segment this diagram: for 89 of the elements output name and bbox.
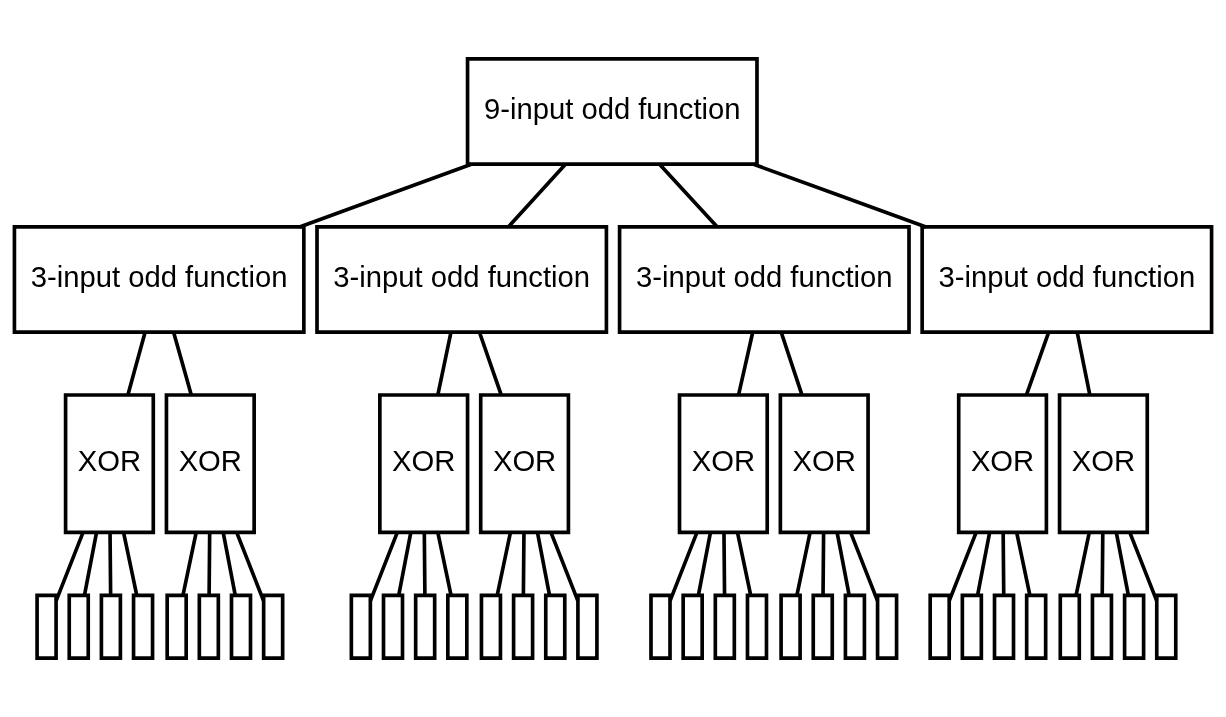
node-box: XOR [677, 393, 770, 535]
node-box [992, 593, 1016, 660]
connector [221, 532, 237, 596]
node-box [131, 593, 155, 660]
node-box [1154, 593, 1178, 660]
connector [975, 532, 992, 596]
connector [1001, 532, 1006, 595]
connector [658, 163, 719, 228]
node-box [479, 593, 503, 660]
connector [477, 331, 503, 396]
node-box [1090, 593, 1114, 660]
node-box [99, 593, 123, 660]
connector [368, 531, 399, 602]
node-box: XOR [63, 393, 156, 535]
node-box [928, 593, 952, 660]
node-box: XOR [778, 393, 870, 535]
node-box [875, 593, 899, 660]
node-box [197, 593, 221, 660]
connector [121, 532, 139, 596]
connector [507, 163, 567, 228]
node-box [681, 593, 704, 660]
connector [1024, 331, 1051, 396]
connector [108, 532, 113, 595]
connector [549, 531, 580, 602]
connector [821, 532, 826, 595]
connector [207, 532, 212, 595]
node-box [381, 593, 405, 660]
connector [521, 532, 526, 595]
node-box [35, 593, 58, 660]
connector [696, 532, 713, 596]
connector [436, 332, 453, 395]
node-box: 3-input odd function [920, 225, 1214, 334]
connector [736, 332, 755, 395]
node-box: 3-input odd function [315, 225, 609, 334]
connector [171, 332, 193, 395]
node-box [1058, 593, 1082, 660]
connector [422, 532, 427, 595]
node-box [543, 593, 567, 660]
node-box [349, 593, 373, 660]
node-box: 3-input odd function [12, 225, 306, 334]
connector [436, 532, 453, 596]
connector [947, 531, 978, 602]
connector [82, 532, 99, 596]
connector [668, 531, 699, 602]
connector [298, 162, 472, 229]
node-box: 3-input odd function [617, 225, 911, 334]
node-box [165, 593, 188, 660]
connector [795, 532, 812, 596]
node-box: XOR [1057, 393, 1150, 535]
node-box [511, 593, 535, 660]
node-box [446, 593, 469, 660]
connector [1128, 531, 1159, 602]
node-box: XOR [956, 393, 1049, 535]
connector [1114, 532, 1131, 596]
node-box: 9-input odd function [465, 57, 759, 166]
node-box [261, 593, 285, 660]
node-box [1122, 593, 1146, 660]
node-box [67, 593, 91, 660]
connector [1100, 532, 1105, 595]
node-box [413, 593, 437, 660]
node-box: XOR [478, 393, 571, 535]
connector [495, 532, 513, 596]
connector [722, 532, 727, 595]
connector [835, 532, 851, 596]
node-box: XOR [378, 393, 470, 535]
connector [1014, 532, 1032, 596]
node-box [843, 593, 867, 660]
node-box [811, 593, 835, 660]
node-box [713, 593, 737, 660]
connector [535, 532, 552, 596]
connector [1074, 532, 1092, 596]
connector [735, 532, 753, 596]
connector [849, 531, 880, 602]
node-box [745, 593, 769, 660]
connector [779, 331, 804, 395]
node-box: XOR [164, 393, 256, 535]
node-box [576, 593, 599, 660]
node-box [229, 593, 253, 660]
connector [235, 531, 266, 602]
node-box [1024, 593, 1048, 660]
connector [397, 532, 413, 596]
connector [54, 531, 85, 602]
node-box [779, 593, 802, 660]
node-box [960, 593, 984, 660]
connector [1075, 332, 1092, 395]
connector [753, 162, 927, 229]
connector [126, 332, 147, 395]
connector [181, 532, 198, 596]
node-box [649, 593, 672, 660]
